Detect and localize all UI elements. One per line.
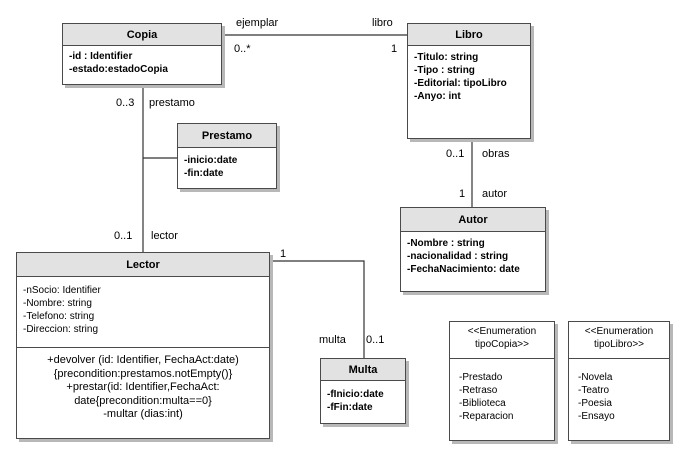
role-multa: multa bbox=[319, 334, 346, 346]
enum-value: -Ensayo bbox=[578, 411, 615, 422]
attribute: -fin:date bbox=[184, 168, 224, 179]
attribute: -id : Identifier bbox=[69, 51, 133, 62]
operation: {precondition:prestamos.notEmpty()} bbox=[53, 367, 233, 380]
class-libro[interactable]: Libro -Titulo: string -Tipo : string -Ed… bbox=[407, 23, 531, 139]
operation: -multar (dias:int) bbox=[103, 408, 183, 421]
enum-value: -Poesia bbox=[578, 398, 612, 409]
enum-tipocopia-header: <<Enumeration tipoCopia>> bbox=[450, 322, 554, 359]
attribute: -Nombre: string bbox=[23, 298, 92, 309]
enum-tipocopia-name: tipoCopia>> bbox=[475, 339, 529, 350]
class-prestamo-attributes: -inicio:date -fin:date bbox=[178, 148, 276, 180]
class-prestamo[interactable]: Prestamo -inicio:date -fin:date bbox=[177, 123, 277, 189]
class-lector-attributes: -nSocio: Identifier -Nombre: string -Tel… bbox=[17, 277, 269, 347]
attribute: -nacionalidad : string bbox=[407, 251, 509, 262]
operation: date{precondition:multa==0} bbox=[74, 394, 212, 407]
enum-stereotype: <<Enumeration bbox=[584, 326, 654, 337]
attribute: -fFin:date bbox=[327, 402, 373, 413]
enum-stereotype: <<Enumeration bbox=[467, 326, 537, 337]
class-lector-name: Lector bbox=[17, 253, 269, 277]
class-multa-name: Multa bbox=[321, 359, 405, 381]
enum-value: -Teatro bbox=[578, 385, 610, 396]
attribute: -nSocio: Identifier bbox=[23, 285, 101, 296]
role-lector: lector bbox=[151, 230, 178, 242]
class-lector[interactable]: Lector -nSocio: Identifier -Nombre: stri… bbox=[16, 252, 270, 439]
attribute: -estado:estadoCopia bbox=[69, 64, 168, 75]
operation: +devolver (id: Identifier, FechaAct:date… bbox=[47, 354, 239, 366]
enum-value: -Biblioteca bbox=[459, 398, 506, 409]
attribute: -fInicio:date bbox=[327, 389, 384, 400]
attribute: -Anyo: int bbox=[414, 91, 461, 102]
class-autor-attributes: -Nombre : string -nacionalidad : string … bbox=[401, 232, 545, 276]
enum-tipolibro-header: <<Enumeration tipoLibro>> bbox=[569, 322, 669, 359]
mult-autor: 1 bbox=[459, 188, 466, 200]
mult-lector-one: 1 bbox=[280, 248, 287, 260]
enum-value: -Retraso bbox=[459, 385, 498, 396]
class-autor-name: Autor bbox=[401, 208, 545, 232]
role-autor: autor bbox=[482, 188, 508, 200]
role-prestamo: prestamo bbox=[149, 97, 195, 109]
attribute: -Editorial: tipoLibro bbox=[414, 78, 507, 89]
role-ejemplar: ejemplar bbox=[236, 17, 279, 29]
class-copia-name: Copia bbox=[63, 24, 221, 46]
role-libro: libro bbox=[372, 17, 393, 29]
attribute: -Direccion: string bbox=[23, 324, 99, 335]
enum-value: -Reparacion bbox=[459, 411, 514, 422]
attribute: -Telefono: string bbox=[23, 311, 95, 322]
attribute: -Tipo : string bbox=[414, 65, 475, 76]
attribute: -FechaNacimiento: date bbox=[407, 264, 520, 275]
enum-tipolibro[interactable]: <<Enumeration tipoLibro>> -Novela -Teatr… bbox=[568, 321, 670, 441]
enum-tipolibro-values: -Novela -Teatro -Poesia -Ensayo bbox=[569, 359, 669, 423]
class-libro-name: Libro bbox=[408, 24, 530, 46]
mult-obras: 0..1 bbox=[446, 148, 465, 160]
mult-lector: 0..1 bbox=[114, 230, 133, 242]
enum-tipocopia-values: -Prestado -Retraso -Biblioteca -Reparaci… bbox=[450, 359, 554, 423]
class-multa[interactable]: Multa -fInicio:date -fFin:date bbox=[320, 358, 406, 424]
class-lector-operations: +devolver (id: Identifier, FechaAct:date… bbox=[17, 347, 269, 422]
class-copia[interactable]: Copia -id : Identifier -estado:estadoCop… bbox=[62, 23, 222, 85]
attribute: -Titulo: string bbox=[414, 52, 479, 63]
mult-prestamo: 0..3 bbox=[116, 97, 135, 109]
assoc-lector-multa bbox=[270, 260, 365, 358]
class-libro-attributes: -Titulo: string -Tipo : string -Editoria… bbox=[408, 46, 530, 103]
operation: +prestar(id: Identifier,FechaAct: bbox=[66, 381, 220, 394]
enum-tipocopia[interactable]: <<Enumeration tipoCopia>> -Prestado -Ret… bbox=[449, 321, 555, 441]
attribute: -Nombre : string bbox=[407, 238, 485, 249]
enum-value: -Novela bbox=[578, 372, 613, 383]
mult-multa: 0..1 bbox=[366, 334, 385, 346]
mult-copia-many: 0..* bbox=[234, 43, 251, 55]
enum-value: -Prestado bbox=[459, 372, 503, 383]
enum-tipolibro-name: tipoLibro>> bbox=[593, 339, 645, 350]
role-obras: obras bbox=[482, 148, 510, 160]
class-autor[interactable]: Autor -Nombre : string -nacionalidad : s… bbox=[400, 207, 546, 292]
class-copia-attributes: -id : Identifier -estado:estadoCopia bbox=[63, 46, 221, 76]
attribute: -inicio:date bbox=[184, 155, 238, 166]
class-multa-attributes: -fInicio:date -fFin:date bbox=[321, 381, 405, 414]
class-prestamo-name: Prestamo bbox=[178, 124, 276, 148]
mult-libro-one: 1 bbox=[391, 43, 398, 55]
